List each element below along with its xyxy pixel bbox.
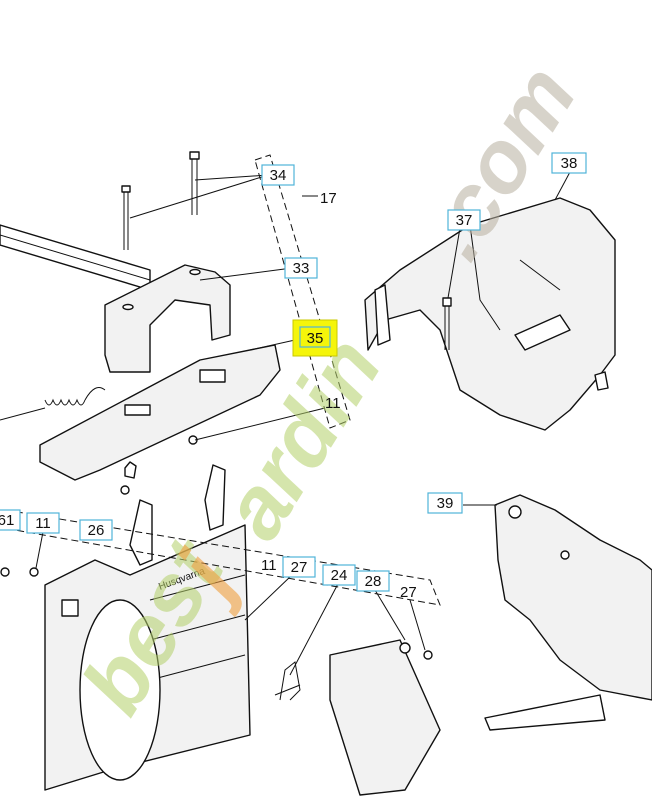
upper-bracket-33 xyxy=(104,264,231,373)
callout-39: 39 xyxy=(427,492,463,514)
svg-text:27: 27 xyxy=(291,559,308,576)
lower-frame-26: Husqvarna xyxy=(0,464,251,791)
leader-38 xyxy=(554,171,571,201)
callout-38: 38 xyxy=(551,152,587,174)
callout-27-right: 27 xyxy=(400,584,417,601)
svg-text:33: 33 xyxy=(293,260,310,277)
callout-27: 27 xyxy=(282,556,316,578)
svg-text:28: 28 xyxy=(365,573,382,590)
part-39 xyxy=(463,494,652,731)
callout-61: 61 xyxy=(0,509,21,531)
group-outline-17 xyxy=(254,154,351,429)
leader-lines-bottom xyxy=(35,531,426,676)
svg-text:24: 24 xyxy=(331,567,348,584)
cover-38 xyxy=(364,197,616,431)
callout-24: 24 xyxy=(322,564,356,586)
svg-text:26: 26 xyxy=(88,522,105,539)
svg-text:37: 37 xyxy=(456,212,473,229)
callout-34: 34 xyxy=(261,164,295,186)
callout-26: 26 xyxy=(79,519,113,541)
callout-33: 33 xyxy=(284,257,318,279)
bolt-37 xyxy=(442,227,461,350)
lower-plate-35 xyxy=(39,344,281,495)
callout-17: 17 xyxy=(320,190,337,207)
shield-28 xyxy=(329,639,441,796)
spring xyxy=(0,387,106,421)
callout-37: 37 xyxy=(447,209,481,231)
svg-text:61: 61 xyxy=(0,512,14,529)
hook-24 xyxy=(274,661,301,701)
svg-text:11: 11 xyxy=(35,515,51,532)
leader-lines-top xyxy=(129,174,326,441)
svg-text:39: 39 xyxy=(437,495,454,512)
callout-11-mid: 11 xyxy=(325,395,341,412)
callout-35-highlighted: 35 xyxy=(292,319,338,357)
callout-11-left: 11 xyxy=(26,512,60,534)
bolt-34-left xyxy=(121,185,131,250)
svg-text:35: 35 xyxy=(307,330,324,347)
callout-11-lower: 11 xyxy=(261,557,277,574)
bolt-34-right xyxy=(189,151,200,215)
callout-28: 28 xyxy=(356,570,390,592)
svg-text:34: 34 xyxy=(270,167,287,184)
svg-text:38: 38 xyxy=(561,155,578,172)
